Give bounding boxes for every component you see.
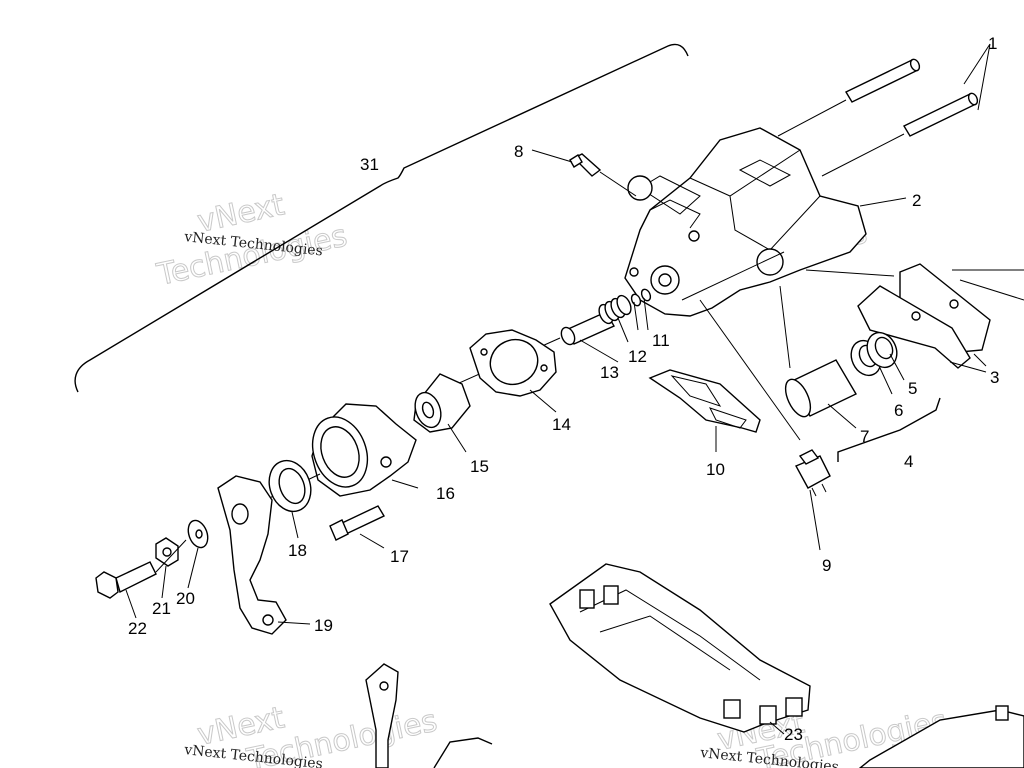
callout-18: 18 — [288, 541, 307, 560]
leader-lines — [125, 43, 991, 735]
callout-20: 20 — [176, 589, 195, 608]
axis-line-3 — [805, 269, 895, 277]
pad-lines — [952, 269, 1024, 301]
callout-23: 23 — [784, 725, 803, 744]
lever-housing-16 — [311, 403, 417, 497]
pad-bracket-right — [858, 705, 1024, 768]
callout-15: 15 — [470, 457, 489, 476]
callout-21: 21 — [152, 599, 171, 618]
assembly-bracket-31 — [74, 43, 689, 393]
group-bracket-4 — [837, 397, 941, 462]
callout-1: 1 — [988, 34, 997, 53]
callout-3: 3 — [990, 368, 999, 387]
callout-2: 2 — [912, 191, 921, 210]
callout-31: 31 — [360, 155, 379, 174]
callout-22: 22 — [128, 619, 147, 638]
bracket-plate-10 — [648, 369, 761, 433]
fastener-axis — [155, 539, 187, 573]
cam-bushing-15 — [413, 373, 471, 433]
washer-18 — [268, 459, 312, 513]
gasket-14 — [469, 329, 557, 397]
pin-1-upper — [845, 58, 921, 103]
callout-11: 11 — [652, 331, 670, 350]
callout-labels: 1 2 3 4 5 6 7 8 9 10 11 12 13 14 15 16 1… — [128, 34, 999, 744]
callout-10: 10 — [706, 460, 725, 479]
caliper-housing-2 — [624, 127, 867, 317]
callout-6: 6 — [894, 401, 903, 420]
nut-21 — [155, 537, 179, 567]
clip-left-bottom — [365, 663, 399, 768]
washer-20 — [187, 519, 209, 549]
switch-9 — [795, 449, 831, 497]
callout-17: 17 — [390, 547, 409, 566]
callout-9: 9 — [822, 556, 831, 575]
callout-19: 19 — [314, 616, 333, 635]
watermark-bottom-left: vNext Technologies vNext Technologies — [183, 700, 441, 768]
bleeder-screw-8 — [569, 153, 602, 177]
callout-12: 12 — [628, 347, 647, 366]
pad-bracket-large — [549, 563, 811, 733]
piston-seal-5-6 — [850, 331, 898, 377]
callout-16: 16 — [436, 484, 455, 503]
bleeder-axis — [599, 171, 637, 197]
callout-7: 7 — [860, 427, 869, 446]
piston-7 — [784, 359, 857, 418]
pin-1-lower — [903, 92, 979, 137]
axis-line-9 — [699, 299, 801, 441]
callout-5: 5 — [908, 379, 917, 398]
bolt-17 — [329, 505, 385, 541]
rod-bottom — [433, 737, 493, 768]
pin-axis-lines — [777, 99, 905, 177]
callout-14: 14 — [552, 415, 571, 434]
spring-12 — [598, 294, 632, 325]
lever-arm-19 — [217, 475, 287, 635]
bolt-22 — [95, 561, 157, 599]
housing-axis — [681, 251, 785, 301]
callout-8: 8 — [514, 142, 523, 161]
watermark-top-left: vNext Technologies vNext Technologies — [153, 187, 351, 294]
callout-4: 4 — [904, 452, 913, 471]
callout-13: 13 — [600, 363, 619, 382]
axis-line-7 — [779, 285, 791, 369]
